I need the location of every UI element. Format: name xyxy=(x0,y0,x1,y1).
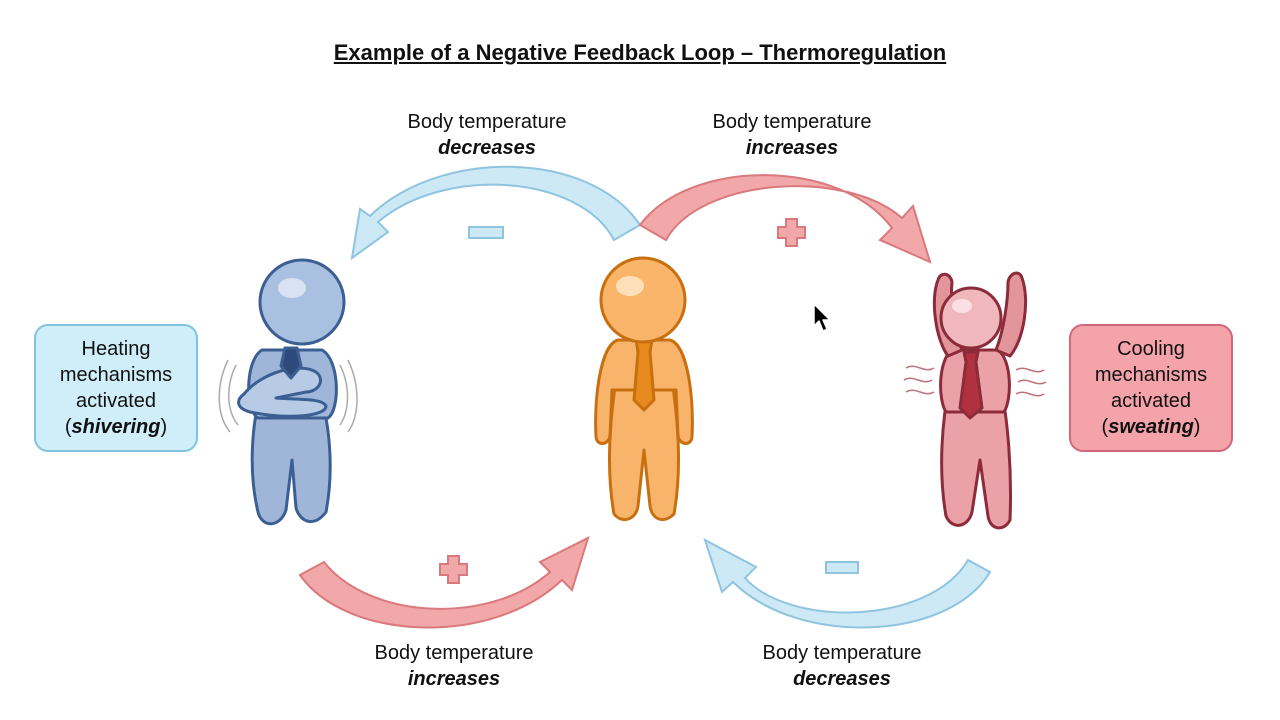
shivering-figure xyxy=(237,258,346,526)
label-bottom-right: Body temperature decreases xyxy=(722,640,962,692)
cooling-line2: mechanisms xyxy=(1094,364,1208,386)
cooling-mechanisms-box: Cooling mechanisms activated (sweating) xyxy=(1069,324,1233,452)
cooling-line3: activated xyxy=(1110,390,1192,412)
heating-line2: mechanisms xyxy=(59,364,173,386)
arrow-bottom-right xyxy=(703,537,992,629)
arrow-top-left xyxy=(350,165,642,261)
normal-figure xyxy=(594,256,694,522)
cooling-line4: (sweating) xyxy=(1101,416,1201,438)
label-top-left: Body temperature decreases xyxy=(367,109,607,161)
heating-line1: Heating xyxy=(81,338,151,360)
heating-line3: activated xyxy=(75,390,157,412)
label-bottom-left-line2: increases xyxy=(407,668,501,690)
label-top-right-line1: Body temperature xyxy=(712,111,872,133)
cooling-emphasis: sweating xyxy=(1108,416,1194,438)
arrow-top-right xyxy=(638,174,932,264)
shiver-lines xyxy=(218,359,358,433)
label-bottom-right-line2: decreases xyxy=(793,668,891,690)
sweating-figure xyxy=(932,271,1028,530)
minus-sign-bottom xyxy=(825,561,859,574)
heat-lines xyxy=(903,365,1047,397)
label-top-left-line1: Body temperature xyxy=(407,111,567,133)
diagram-title: Example of a Negative Feedback Loop – Th… xyxy=(333,40,947,65)
plus-sign-bottom xyxy=(439,555,468,584)
label-top-right-line2: increases xyxy=(745,137,839,159)
label-top-left-line2: decreases xyxy=(438,137,536,159)
heating-line4: (shivering) xyxy=(64,416,168,438)
heating-emphasis: shivering xyxy=(71,416,161,438)
mouse-cursor-icon xyxy=(813,303,831,332)
cooling-line1: Cooling xyxy=(1117,338,1185,360)
label-bottom-right-line1: Body temperature xyxy=(762,642,922,664)
plus-sign-top xyxy=(777,218,806,247)
label-bottom-left-line1: Body temperature xyxy=(374,642,534,664)
minus-sign-top xyxy=(468,226,504,239)
label-bottom-left: Body temperature increases xyxy=(334,640,574,692)
arrow-bottom-left xyxy=(298,536,590,629)
heating-mechanisms-box: Heating mechanisms activated (shivering) xyxy=(34,324,198,452)
label-top-right: Body temperature increases xyxy=(672,109,912,161)
